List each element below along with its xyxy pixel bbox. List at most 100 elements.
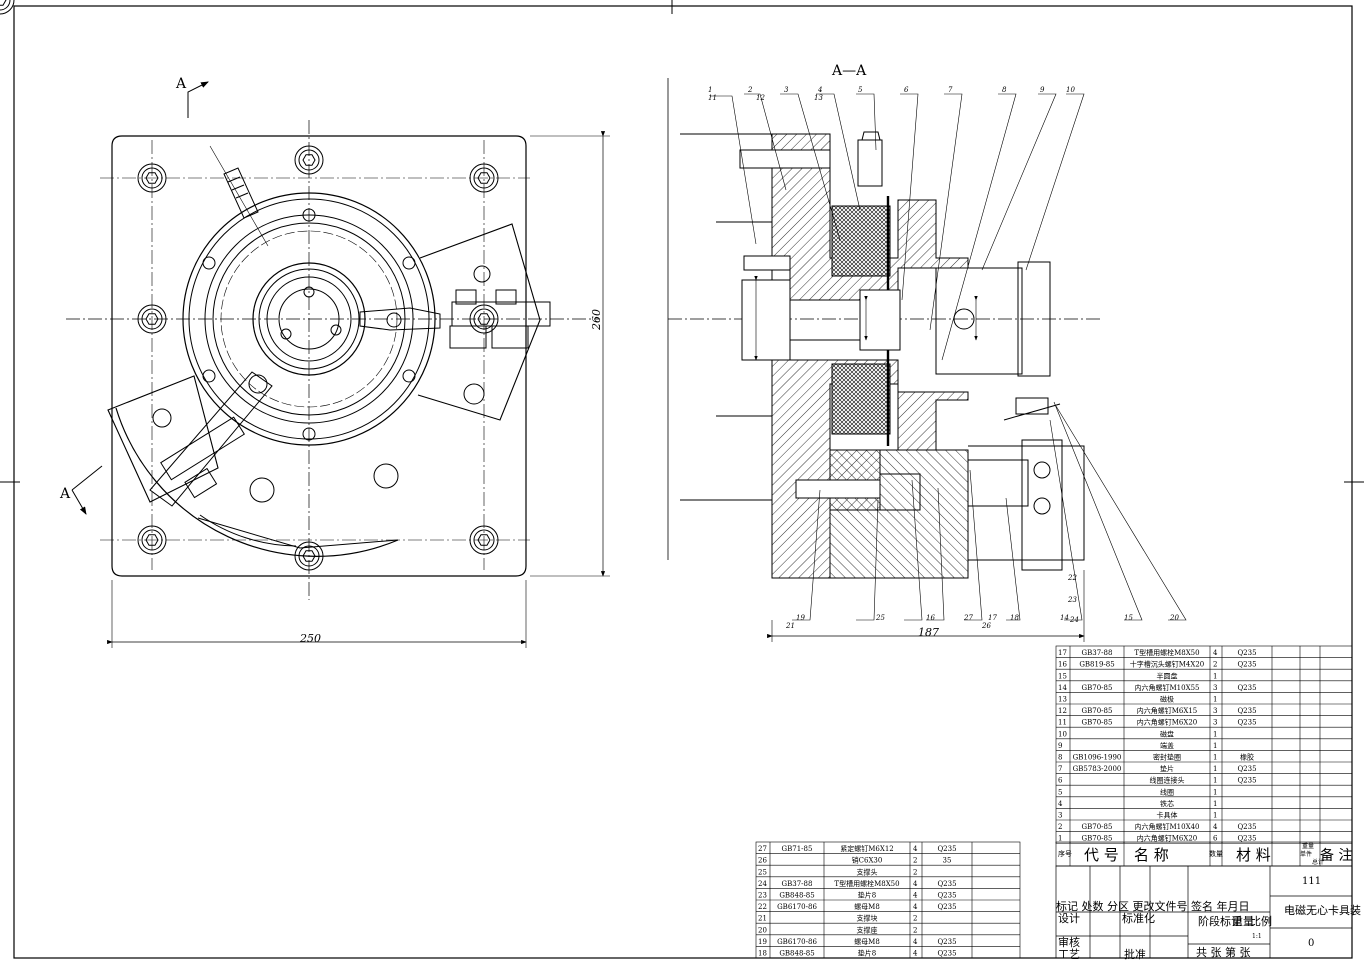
bom-lower-row-code: GB37-88 bbox=[782, 880, 813, 888]
bom-lower-row-no: 21 bbox=[758, 915, 767, 923]
bom-lower-row-no: 27 bbox=[758, 845, 767, 853]
svg-text:2: 2 bbox=[747, 86, 753, 94]
bom-upper-row-name: 内六角螺钉M10X40 bbox=[1135, 822, 1200, 831]
bom-upper-row-no: 8 bbox=[1058, 754, 1062, 762]
bom-lower-row-code: GB848-85 bbox=[779, 892, 814, 900]
bolt-holes bbox=[0, 0, 15, 15]
bom-upper-row-name: 内六角螺钉M6X20 bbox=[1137, 718, 1198, 727]
svg-text:9: 9 bbox=[1040, 86, 1045, 94]
bom-lower-row-mat: Q235 bbox=[937, 903, 956, 911]
bom-header-unit: 单件 bbox=[1300, 850, 1312, 858]
bom-lower-row-name: 支撑座 bbox=[857, 925, 878, 934]
bom-lower-row-mat: Q235 bbox=[937, 938, 956, 946]
title-text: 电磁无心卡具装 bbox=[1284, 904, 1361, 917]
bom-lower-row-name: T型槽用螺栓M8X50 bbox=[834, 879, 899, 888]
bom-lower-row-qty: 2 bbox=[913, 868, 917, 876]
bom-upper-row-name: 磁盘 bbox=[1160, 729, 1174, 738]
bom-lower-row-name: 销C6X30 bbox=[852, 856, 883, 865]
svg-text:16: 16 bbox=[926, 614, 935, 622]
bom-upper-row-name: 卡具体 bbox=[1157, 811, 1178, 820]
bom-upper-row-no: 1 bbox=[1058, 835, 1062, 843]
bom-upper-row-name: T型槽用螺栓M8X50 bbox=[1134, 648, 1199, 657]
bom-upper-row-qty: 1 bbox=[1213, 800, 1217, 808]
bom-upper-row-no: 7 bbox=[1058, 765, 1062, 773]
bom-lower-row-qty: 2 bbox=[913, 857, 917, 865]
bom-upper-row-qty: 6 bbox=[1213, 835, 1218, 843]
title-weight: 重量 bbox=[1232, 914, 1254, 928]
svg-text:6: 6 bbox=[904, 86, 909, 94]
title-stage-mark: 阶段标记 bbox=[1198, 914, 1242, 928]
bom-header-weight: 重量 bbox=[1302, 842, 1314, 850]
bom-lower-row-no: 22 bbox=[758, 903, 767, 911]
svg-text:26: 26 bbox=[981, 622, 991, 630]
bom-upper-row-name: 磁极 bbox=[1160, 695, 1174, 704]
section-view bbox=[667, 78, 1187, 642]
bom-upper-grid bbox=[1055, 645, 1353, 844]
title-zero: 0 bbox=[1308, 938, 1314, 949]
bom-upper-row-mat: Q235 bbox=[1237, 835, 1256, 843]
title-scale: 比例 bbox=[1250, 914, 1272, 928]
bom-lower-row-no: 20 bbox=[758, 926, 767, 934]
bom-upper-row-no: 16 bbox=[1058, 661, 1067, 669]
svg-text:5: 5 bbox=[858, 86, 863, 94]
bom-header-qty: 数量 bbox=[1209, 849, 1223, 858]
bom-upper-row-name: 半圆盘 bbox=[1157, 671, 1178, 680]
title-revision-row: 标记 处数 分区 更改文件号 签名 年月日 bbox=[1056, 899, 1249, 913]
bom-lower-row-no: 24 bbox=[758, 880, 767, 888]
bom-upper-row-qty: 2 bbox=[1213, 661, 1217, 669]
svg-text:13: 13 bbox=[814, 94, 823, 102]
bom-lower-row-name: 垫片8 bbox=[858, 891, 876, 900]
bom-lower-row-qty: 4 bbox=[913, 950, 918, 958]
bom-lower-row-qty: 4 bbox=[913, 938, 918, 946]
bom-upper-row-mat: Q235 bbox=[1237, 684, 1256, 692]
bom-upper-row-no: 11 bbox=[1058, 719, 1067, 727]
bom-upper-row-code: GB70-85 bbox=[1082, 684, 1113, 692]
bom-upper-row-no: 4 bbox=[1058, 800, 1063, 808]
bom-lower-row-no: 19 bbox=[758, 938, 767, 946]
bom-lower-row-name: 螺母M8 bbox=[854, 902, 880, 911]
bom-upper-row-no: 5 bbox=[1058, 788, 1062, 796]
dim-height: 260 bbox=[590, 309, 603, 331]
bom-upper-row-name: 线圈连接头 bbox=[1150, 776, 1185, 785]
bom-upper-row-mat: Q235 bbox=[1237, 765, 1256, 773]
bom-lower-grid bbox=[755, 841, 1021, 959]
svg-text:23: 23 bbox=[1067, 596, 1077, 604]
title-review: 审核 bbox=[1058, 935, 1080, 949]
title-drawing-no: 111 bbox=[1302, 876, 1321, 887]
title-block-grid bbox=[1055, 865, 1353, 959]
title-approve: 批准 bbox=[1124, 947, 1146, 961]
bom-upper-row-name: 内六角螺钉M6X20 bbox=[1137, 834, 1198, 843]
section-mark-top: A bbox=[175, 76, 187, 92]
bom-lower-row-name: 垫片8 bbox=[858, 949, 876, 958]
section-mark-bottom: A bbox=[59, 486, 71, 502]
bom-upper-row-code: GB819-85 bbox=[1079, 661, 1114, 669]
bom-upper-row-mat: Q235 bbox=[1237, 719, 1256, 727]
bom-lower-row-qty: 4 bbox=[913, 880, 918, 888]
bom-upper-row-qty: 1 bbox=[1213, 754, 1217, 762]
bom-upper-row-mat: Q235 bbox=[1237, 823, 1256, 831]
bom-upper-row-code: GB1096-1990 bbox=[1073, 754, 1122, 762]
bom-upper-row-name: 十字槽沉头螺钉M4X20 bbox=[1130, 660, 1205, 669]
bom-header bbox=[1055, 841, 1353, 867]
svg-text:17: 17 bbox=[988, 614, 997, 622]
svg-text:15: 15 bbox=[1124, 614, 1133, 622]
bom-lower-row-qty: 4 bbox=[913, 903, 918, 911]
svg-text:7: 7 bbox=[948, 86, 953, 94]
bom-upper-row-no: 13 bbox=[1058, 696, 1067, 704]
bom-upper-row-mat: Q235 bbox=[1237, 707, 1256, 715]
bom-lower-row-code: GB6170-86 bbox=[777, 903, 817, 911]
svg-text:10: 10 bbox=[1066, 86, 1075, 94]
svg-text:14: 14 bbox=[1060, 614, 1069, 622]
bom-lower-row-code: GB848-85 bbox=[779, 950, 814, 958]
svg-text:24: 24 bbox=[1069, 616, 1079, 624]
bom-lower-row-no: 26 bbox=[758, 857, 767, 865]
bom-upper-row-name: 内六角螺钉M6X15 bbox=[1137, 706, 1198, 715]
bom-header-remark: 备 注 bbox=[1320, 847, 1352, 864]
bom-lower-row-qty: 2 bbox=[913, 915, 917, 923]
svg-text:21: 21 bbox=[785, 622, 795, 630]
title-design: 设计 bbox=[1058, 912, 1080, 925]
balloons-bottom: 19 21 25 16 27 17 26 18 14 22 23 24 15 2… bbox=[785, 574, 1179, 630]
bom-lower-row-no: 18 bbox=[758, 950, 767, 958]
svg-text:4: 4 bbox=[817, 86, 822, 94]
